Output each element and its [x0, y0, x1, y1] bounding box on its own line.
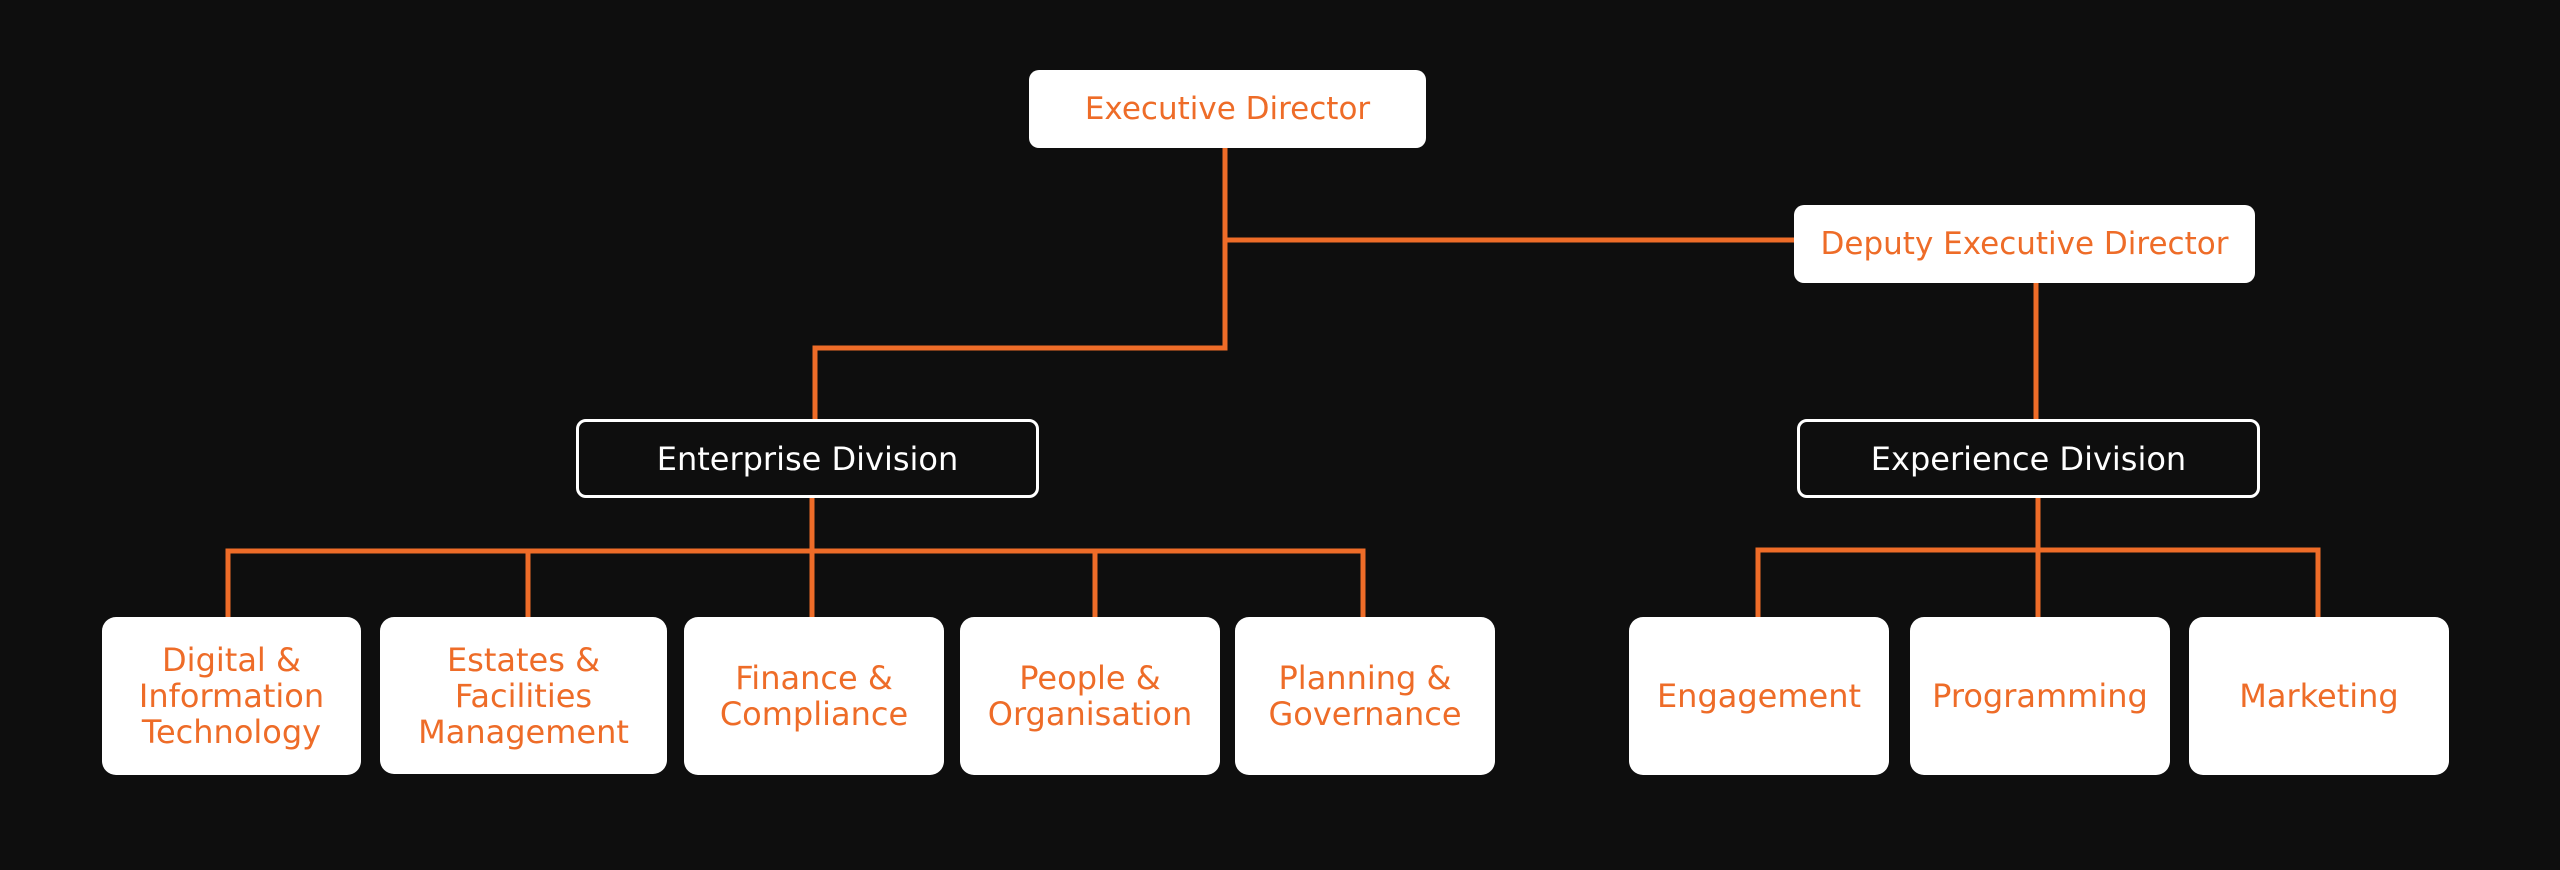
deputy-executive-director-box: Deputy Executive Director: [1794, 205, 2255, 283]
enterprise-division-box: Enterprise Division: [576, 419, 1039, 498]
unit-label: Engagement: [1656, 677, 1862, 715]
unit-box-engagement: Engagement: [1629, 617, 1889, 775]
experience-division-label: Experience Division: [1870, 439, 2187, 478]
unit-label: Planning & Governance: [1268, 659, 1462, 733]
deputy-executive-director-label: Deputy Executive Director: [1820, 226, 2229, 262]
unit-label: Programming: [1932, 677, 2148, 715]
unit-box-estates-facilities-management: Estates & Facilities Management: [380, 617, 667, 774]
enterprise-division-label: Enterprise Division: [656, 439, 959, 478]
unit-box-planning-governance: Planning & Governance: [1235, 617, 1495, 775]
experience-division-box: Experience Division: [1797, 419, 2260, 498]
executive-director-label: Executive Director: [1084, 91, 1371, 127]
unit-label: Finance & Compliance: [719, 659, 909, 733]
unit-label: Digital & Information Technology: [138, 641, 325, 751]
unit-box-finance-compliance: Finance & Compliance: [684, 617, 944, 775]
unit-box-people-organisation: People & Organisation: [960, 617, 1220, 775]
unit-box-digital-information-technology: Digital & Information Technology: [102, 617, 361, 775]
connector-executive-to-enterprise: [812, 145, 1228, 423]
executive-director-box: Executive Director: [1029, 70, 1426, 148]
unit-label: People & Organisation: [987, 659, 1193, 733]
unit-label: Estates & Facilities Management: [418, 640, 629, 751]
unit-box-programming: Programming: [1910, 617, 2170, 775]
unit-label: Marketing: [2239, 677, 2399, 715]
unit-box-marketing: Marketing: [2189, 617, 2449, 775]
